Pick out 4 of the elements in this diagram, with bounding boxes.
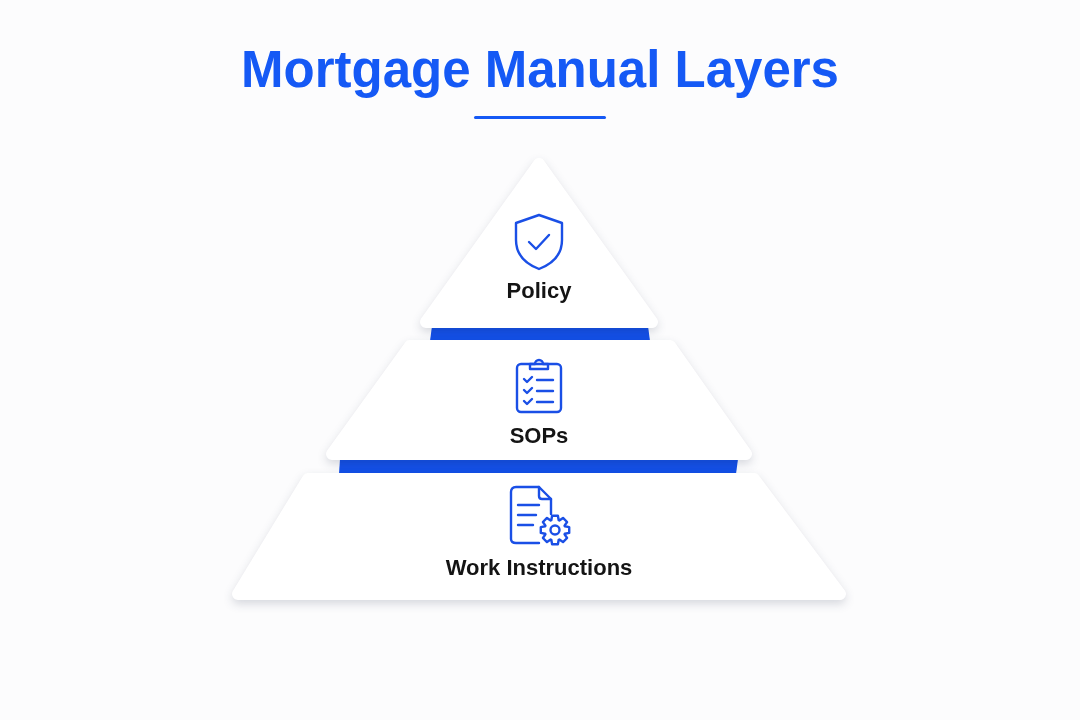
diagram-title: Mortgage Manual Layers: [241, 40, 839, 100]
layer-label: SOPs: [509, 423, 569, 448]
layer-label: Work Instructions: [445, 555, 633, 580]
layer-label: Policy: [506, 278, 572, 303]
